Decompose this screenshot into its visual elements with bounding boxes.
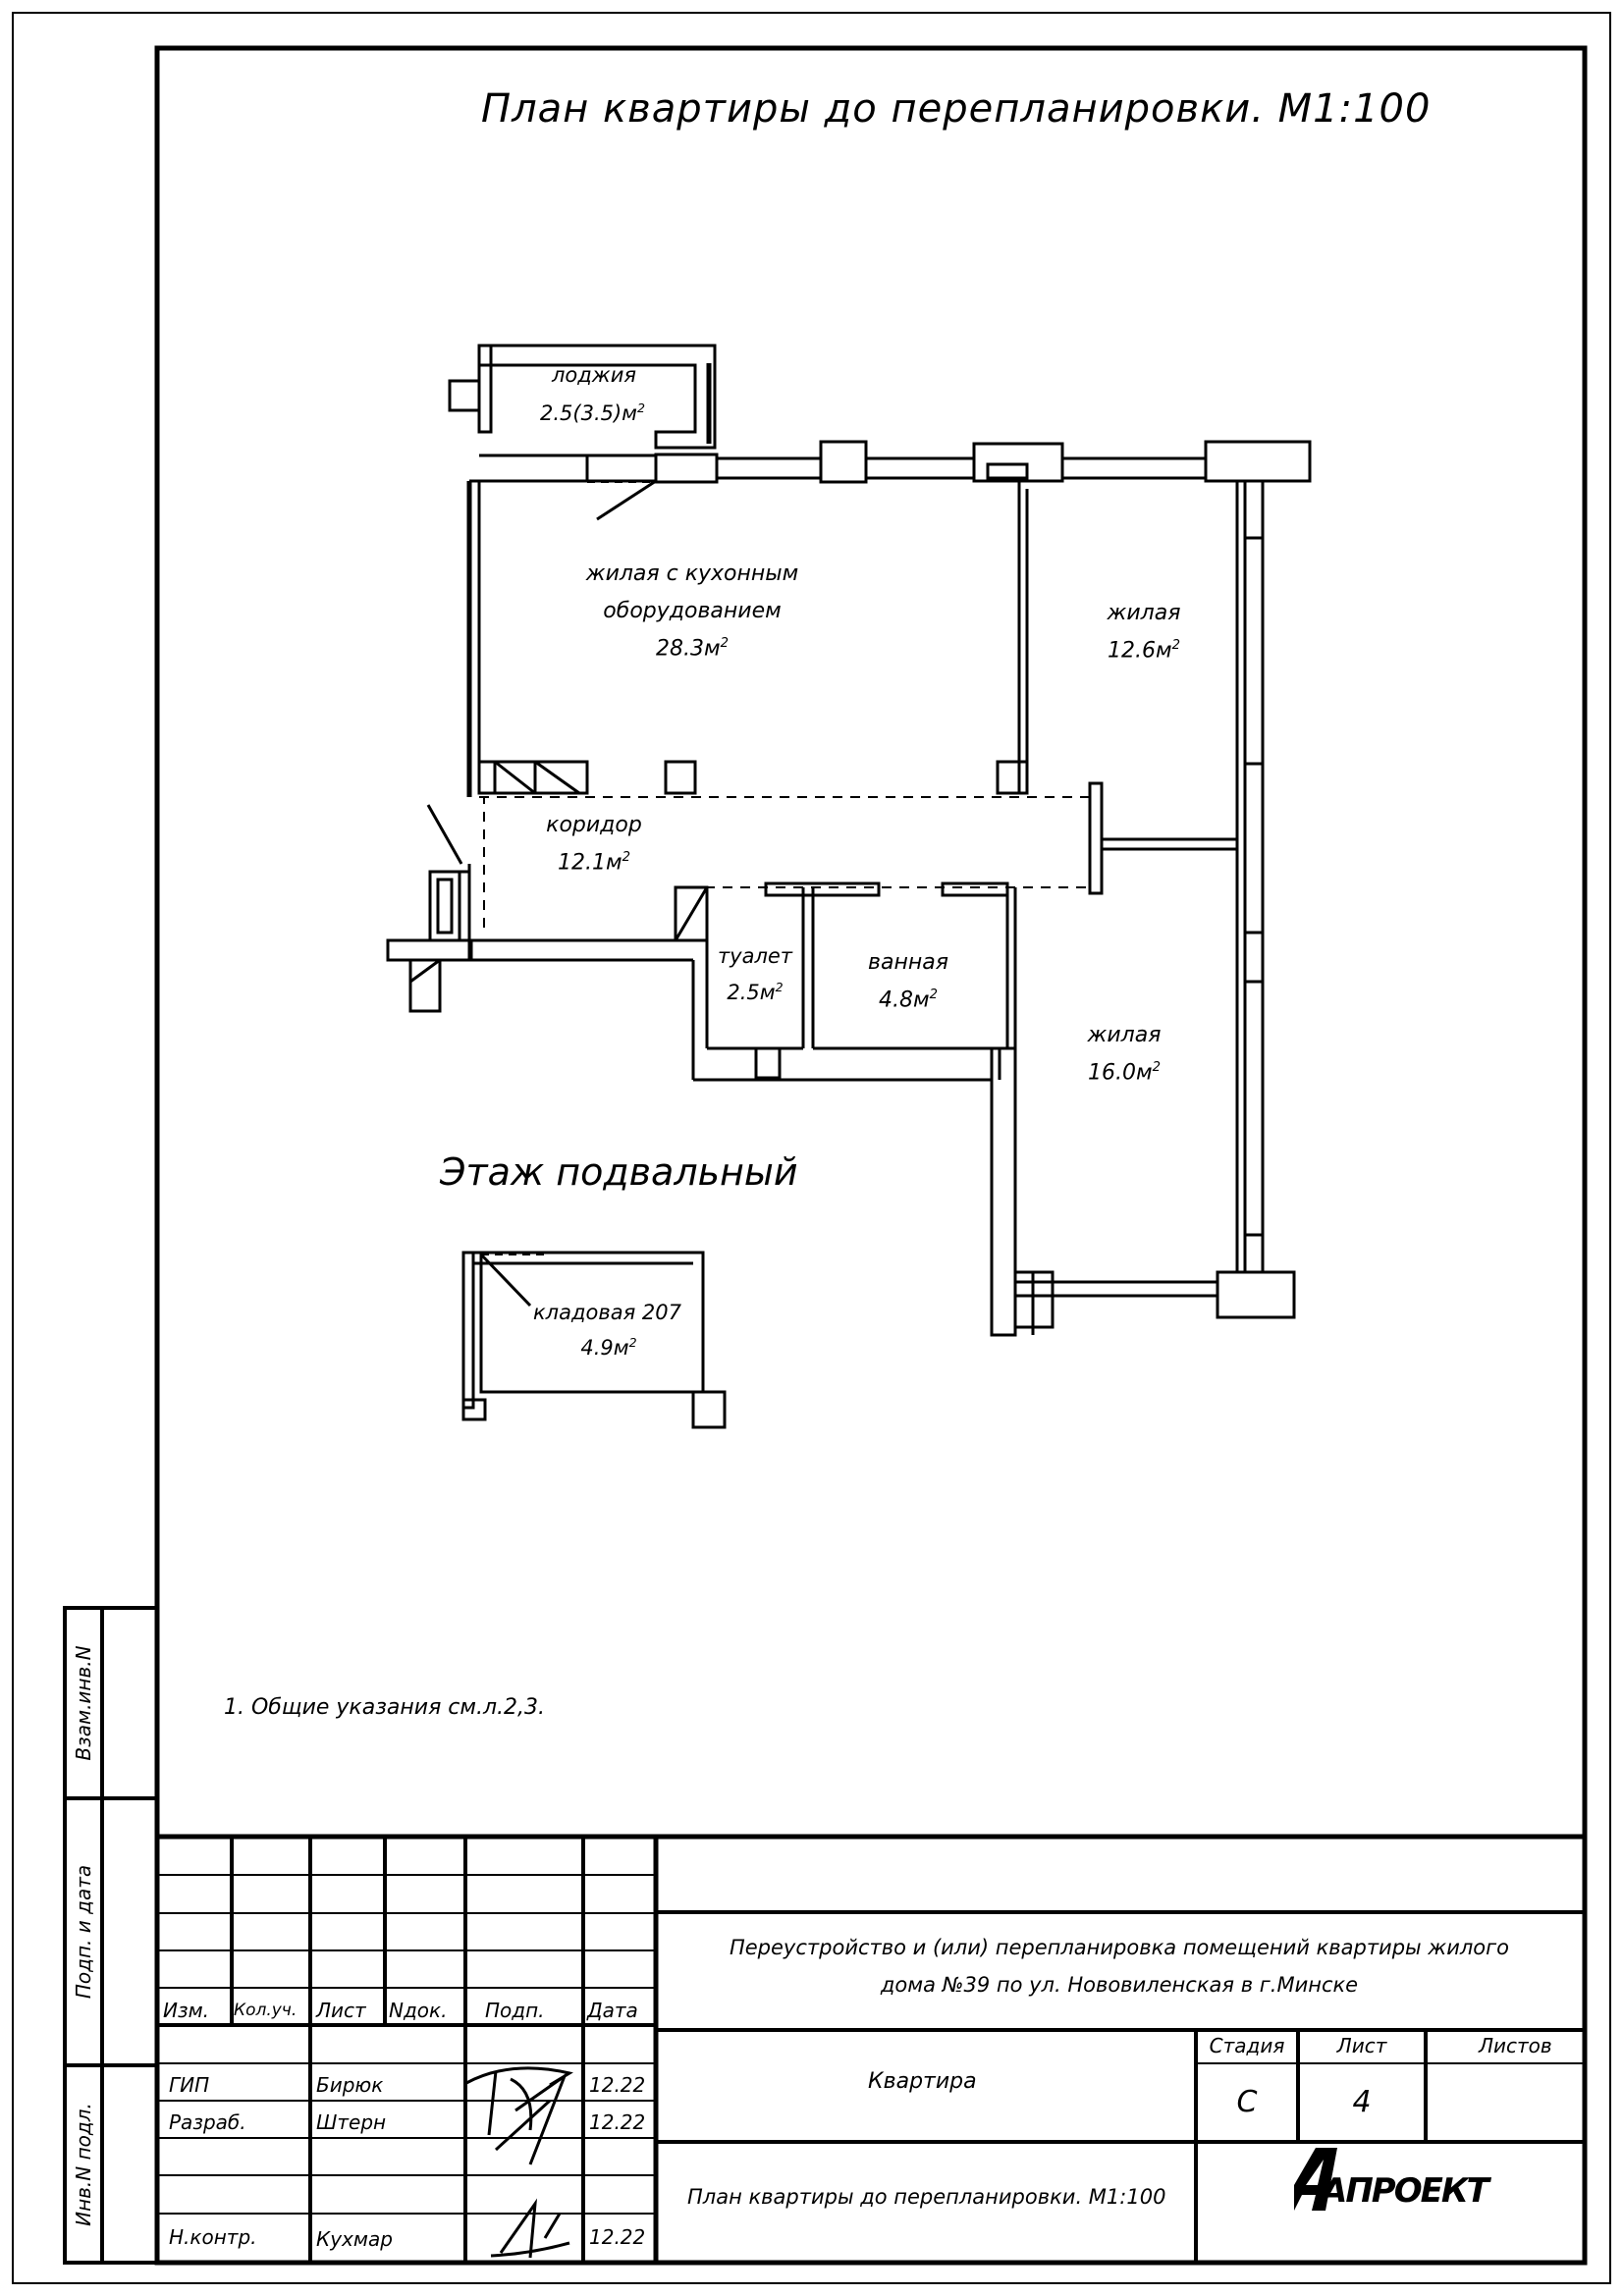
signer-name-razrab: Штерн <box>316 2110 387 2134</box>
room-toilet-name: туалет <box>717 944 793 968</box>
project-line1: Переустройство и (или) перепланировка по… <box>729 1936 1510 1959</box>
side-stamp <box>63 1606 159 2265</box>
side-stamp-inv: Инв.N подл. <box>72 2103 95 2226</box>
room-living2-area: 16.0м2 <box>1088 1060 1161 1086</box>
header-data: Дата <box>587 1999 638 2022</box>
room-toilet-area: 2.5м2 <box>727 980 784 1004</box>
header-list: Лист <box>316 1999 366 2022</box>
signer-date-razrab: 12.22 <box>589 2110 646 2134</box>
room-storage-name: кладовая 207 <box>533 1301 681 1324</box>
header-podp: Подп. <box>485 1999 545 2022</box>
signature-gip <box>465 2066 573 2165</box>
room-living1-name: жилая <box>1107 601 1181 625</box>
signer-name-gip: Бирюк <box>316 2073 384 2097</box>
signer-name-nkontr: Кухмар <box>316 2227 393 2251</box>
floor-label: Этаж подвальный <box>440 1150 798 1194</box>
outer-border <box>12 12 1611 2284</box>
room-living1-area: 12.6м2 <box>1108 638 1180 664</box>
sheet-title: План квартиры до перепланировки. М1:100 <box>687 2185 1166 2209</box>
room-corridor-area: 12.1м2 <box>558 850 630 876</box>
project-line2: дома №39 по ул. Нововиленская в г.Минске <box>880 1973 1359 1997</box>
header-kol: Кол.уч. <box>234 2001 298 2020</box>
company-logo: АПРОЕКТ <box>1322 2171 1489 2211</box>
side-stamp-vzam: Взам.инв.N <box>72 1645 95 1761</box>
room-living2-name: жилая <box>1087 1023 1162 1047</box>
room-storage-area: 4.9м2 <box>580 1335 637 1360</box>
signer-role-razrab: Разраб. <box>169 2110 246 2134</box>
room-living-kitchen-area: 28.3м2 <box>656 636 729 662</box>
title-block-lines <box>157 1834 1585 2263</box>
signer-role-gip: ГИП <box>169 2073 210 2097</box>
room-living-kitchen-name1: жилая с кухонным <box>585 561 799 586</box>
stage-value: С <box>1236 2085 1258 2119</box>
room-loggia-area: 2.5(3.5)м2 <box>540 400 646 425</box>
general-note: 1. Общие указания см.л.2,3. <box>224 1695 546 1720</box>
side-stamp-podp: Подп. и дата <box>72 1864 95 2000</box>
header-izm: Изм. <box>163 1999 210 2022</box>
sheet-label: Лист <box>1336 2034 1387 2057</box>
room-living-kitchen-name2: оборудованием <box>603 599 782 623</box>
room-corridor-name: коридор <box>546 813 642 837</box>
signer-role-nkontr: Н.контр. <box>169 2225 257 2249</box>
room-loggia-name: лоджия <box>552 363 636 387</box>
object-name: Квартира <box>868 2069 977 2094</box>
drawing-title: План квартиры до перепланировки. М1:100 <box>481 86 1432 132</box>
stage-label: Стадия <box>1209 2034 1285 2057</box>
floor-plan <box>386 344 1312 1429</box>
signer-date-nkontr: 12.22 <box>589 2225 646 2249</box>
signer-date-gip: 12.22 <box>589 2073 646 2097</box>
header-ndok: Nдок. <box>389 1999 448 2022</box>
main-frame <box>154 45 1588 2266</box>
sheet-value: 4 <box>1352 2085 1372 2119</box>
room-bath-area: 4.8м2 <box>879 988 938 1013</box>
logo-mark <box>1294 2148 1337 2211</box>
sheets-label: Листов <box>1479 2034 1552 2057</box>
room-bath-name: ванная <box>868 950 948 975</box>
signature-nkontr <box>490 2198 570 2259</box>
